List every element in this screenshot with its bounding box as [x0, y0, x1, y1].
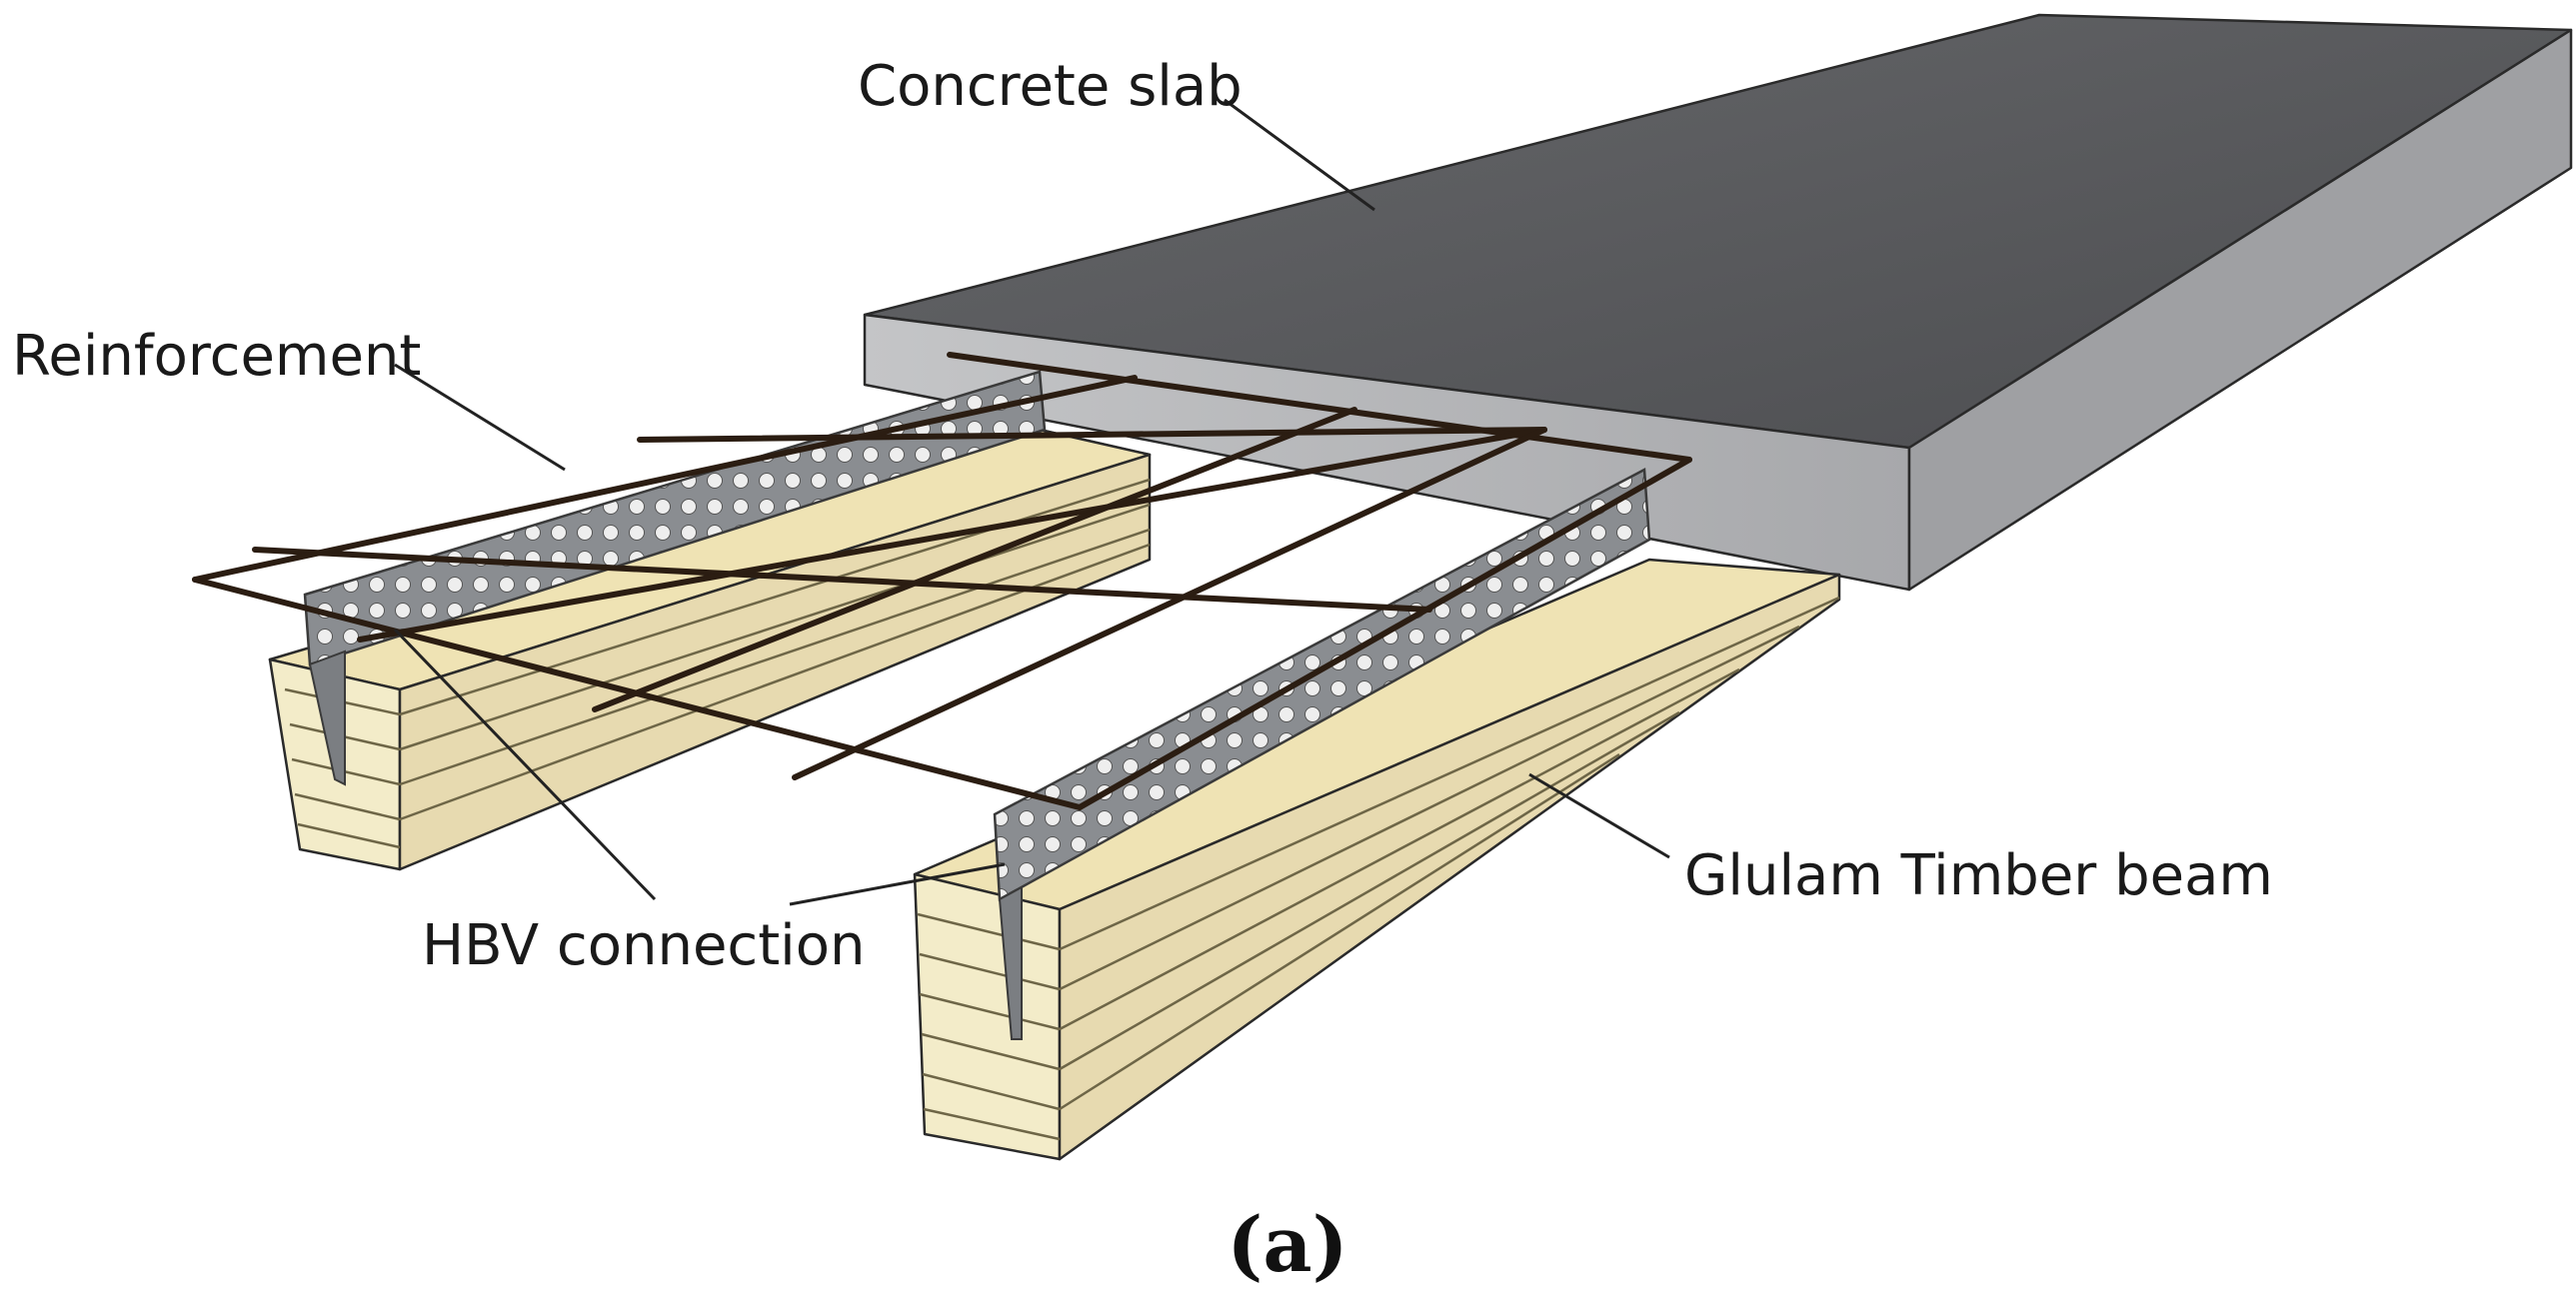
- beam-left-side: [398, 453, 1152, 871]
- leader-glulam: [1528, 772, 1670, 859]
- glulam-beam-right: [913, 558, 1841, 1161]
- label-concrete-slab: Concrete slab: [858, 54, 1243, 119]
- leader-reinforcement: [394, 363, 566, 472]
- label-glulam-beam: Glulam Timber beam: [1684, 843, 2273, 908]
- slab-end-face: [1907, 28, 2573, 592]
- label-reinforcement: Reinforcement: [12, 324, 421, 389]
- leader-hbv-left: [393, 628, 657, 901]
- leader-hbv-right: [789, 862, 1006, 906]
- leader-concrete-slab: [1224, 98, 1375, 212]
- concrete-slab: [863, 13, 2573, 592]
- hbv-plate-left: [303, 370, 1047, 786]
- figure-caption: (a): [1227, 1200, 1347, 1289]
- label-hbv-connection: HBV connection: [422, 913, 865, 978]
- glulam-beam-left: [268, 428, 1152, 871]
- leader-lines: [393, 98, 1670, 906]
- reinforcement-mesh: [192, 352, 1692, 810]
- beam-right-front: [913, 872, 1062, 1161]
